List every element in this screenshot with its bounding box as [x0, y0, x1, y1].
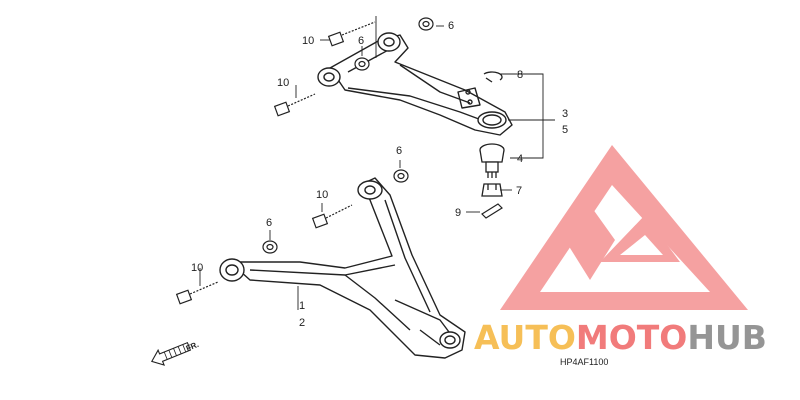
- watermark-part-hub: HUB: [687, 318, 767, 357]
- front-direction-label: FR.: [185, 340, 200, 353]
- nut-a: [418, 17, 434, 31]
- ball-joint: [479, 143, 505, 178]
- bolt-lower-a: [311, 204, 353, 229]
- lower-arm: [219, 177, 466, 359]
- callout-6-lower-a: 6: [396, 145, 402, 157]
- watermark-part-auto: AUTO: [474, 318, 576, 357]
- callout-4: 4: [517, 153, 523, 165]
- callout-10-lower-b: 10: [191, 262, 203, 274]
- watermark-part-moto: MOTO: [576, 318, 687, 357]
- cotter-pin: [481, 203, 503, 219]
- nut-b: [354, 57, 370, 71]
- callout-7: 7: [516, 185, 522, 197]
- callout-6-upper-b: 6: [358, 35, 364, 47]
- watermark-text: AUTOMOTOHUB: [474, 318, 767, 357]
- callout-9: 9: [455, 207, 461, 219]
- callout-6-upper-a: 6: [448, 20, 454, 32]
- bolt-upper-b: [273, 93, 316, 117]
- castle-nut: [481, 183, 503, 197]
- callout-5: 5: [562, 124, 568, 136]
- nut-d: [262, 240, 278, 254]
- watermark-logo-icon: [500, 145, 748, 310]
- bolt-lower-b: [175, 281, 219, 305]
- upper-arm: [317, 32, 513, 136]
- callout-6-lower-b: 6: [266, 217, 272, 229]
- callout-10-upper-b: 10: [277, 77, 289, 89]
- callout-8: 8: [517, 69, 523, 81]
- leader-lines: [199, 16, 555, 310]
- nut-c: [393, 169, 409, 183]
- callout-10-lower-a: 10: [316, 189, 328, 201]
- circlip: [483, 71, 503, 83]
- callout-1: 1: [299, 300, 305, 312]
- callout-10-upper-a: 10: [302, 35, 314, 47]
- callout-2: 2: [299, 317, 305, 329]
- callout-3: 3: [562, 108, 568, 120]
- bolt-upper-a: [327, 21, 376, 47]
- front-direction-arrow-icon: [151, 341, 192, 366]
- diagram-code: HP4AF1100: [560, 357, 608, 367]
